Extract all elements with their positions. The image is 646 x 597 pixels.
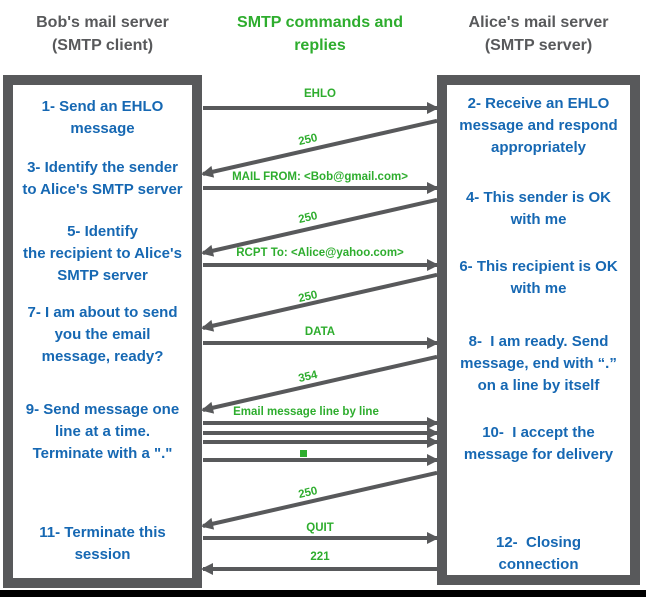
client-step-7: 7- I am about to send you the email mess… [27, 304, 178, 365]
server-box: 2- Receive an EHLO message and respond a… [437, 75, 640, 585]
label-221-reply: 221 [310, 551, 330, 563]
arrow-221-reply [201, 563, 437, 575]
arrow-354-reply [202, 354, 438, 412]
diagram-title-line2: replies [294, 37, 346, 54]
arrow-data [203, 337, 439, 349]
client-step-11: 11- Terminate this session [39, 524, 166, 563]
arrow-quit [203, 532, 439, 544]
arrow-rcpt-to [203, 259, 439, 271]
label-data: DATA [304, 326, 336, 338]
server-step-8: 8- I am ready. Send message, end with “.… [460, 333, 617, 394]
label-email-message: Email message line by line [233, 406, 379, 418]
client-header-line1: Bob's mail server [36, 14, 169, 31]
server-step-12: 12- Closing connection [495, 534, 581, 573]
label-rcpt-to: RCPT To: <Alice@yahoo.com> [236, 247, 404, 259]
arrow-mail-from [203, 182, 439, 194]
server-step-6: 6- This recipient is OK with me [459, 258, 618, 297]
label-quit: QUIT [306, 522, 334, 534]
server-header-line1: Alice's mail server [468, 14, 609, 31]
arrow-250-reply-1 [202, 118, 438, 176]
arrow-email-line-2 [203, 427, 439, 439]
server-step-4: 4- This sender is OK with me [465, 189, 612, 228]
arrow-ehlo [203, 102, 439, 114]
server-header-line2: (SMTP server) [484, 37, 593, 54]
client-step-5: 5- Identify the recipient to Alice's SMT… [23, 223, 182, 284]
client-box: 1- Send an EHLO message 3- Identify the … [3, 75, 202, 588]
bottom-bar [0, 590, 646, 597]
arrow-email-terminator-line [203, 454, 439, 466]
client-header: Bob's mail server (SMTP client) [3, 11, 202, 57]
message-terminator-dot-icon [300, 450, 307, 457]
diagram-title: SMTP commands and replies [203, 11, 437, 57]
arrow-email-line-1 [203, 417, 439, 429]
client-header-line2: (SMTP client) [51, 37, 154, 54]
server-step-2: 2- Receive an EHLO message and respond a… [459, 95, 618, 156]
client-step-9: 9- Send message one line at a time. Term… [25, 401, 180, 462]
diagram-title-line1: SMTP commands and [237, 14, 403, 31]
server-header: Alice's mail server (SMTP server) [437, 11, 640, 57]
server-step-10: 10- I accept the message for delivery [463, 424, 614, 463]
arrow-250-reply-4 [202, 470, 438, 528]
client-step-3: 3- Identify the sender to Alice's SMTP s… [22, 159, 183, 198]
client-step-1: 1- Send an EHLO message [41, 98, 164, 137]
label-ehlo: EHLO [304, 88, 336, 100]
label-mail-from: MAIL FROM: <Bob@gmail.com> [232, 171, 408, 183]
arrow-email-line-3 [203, 436, 439, 448]
